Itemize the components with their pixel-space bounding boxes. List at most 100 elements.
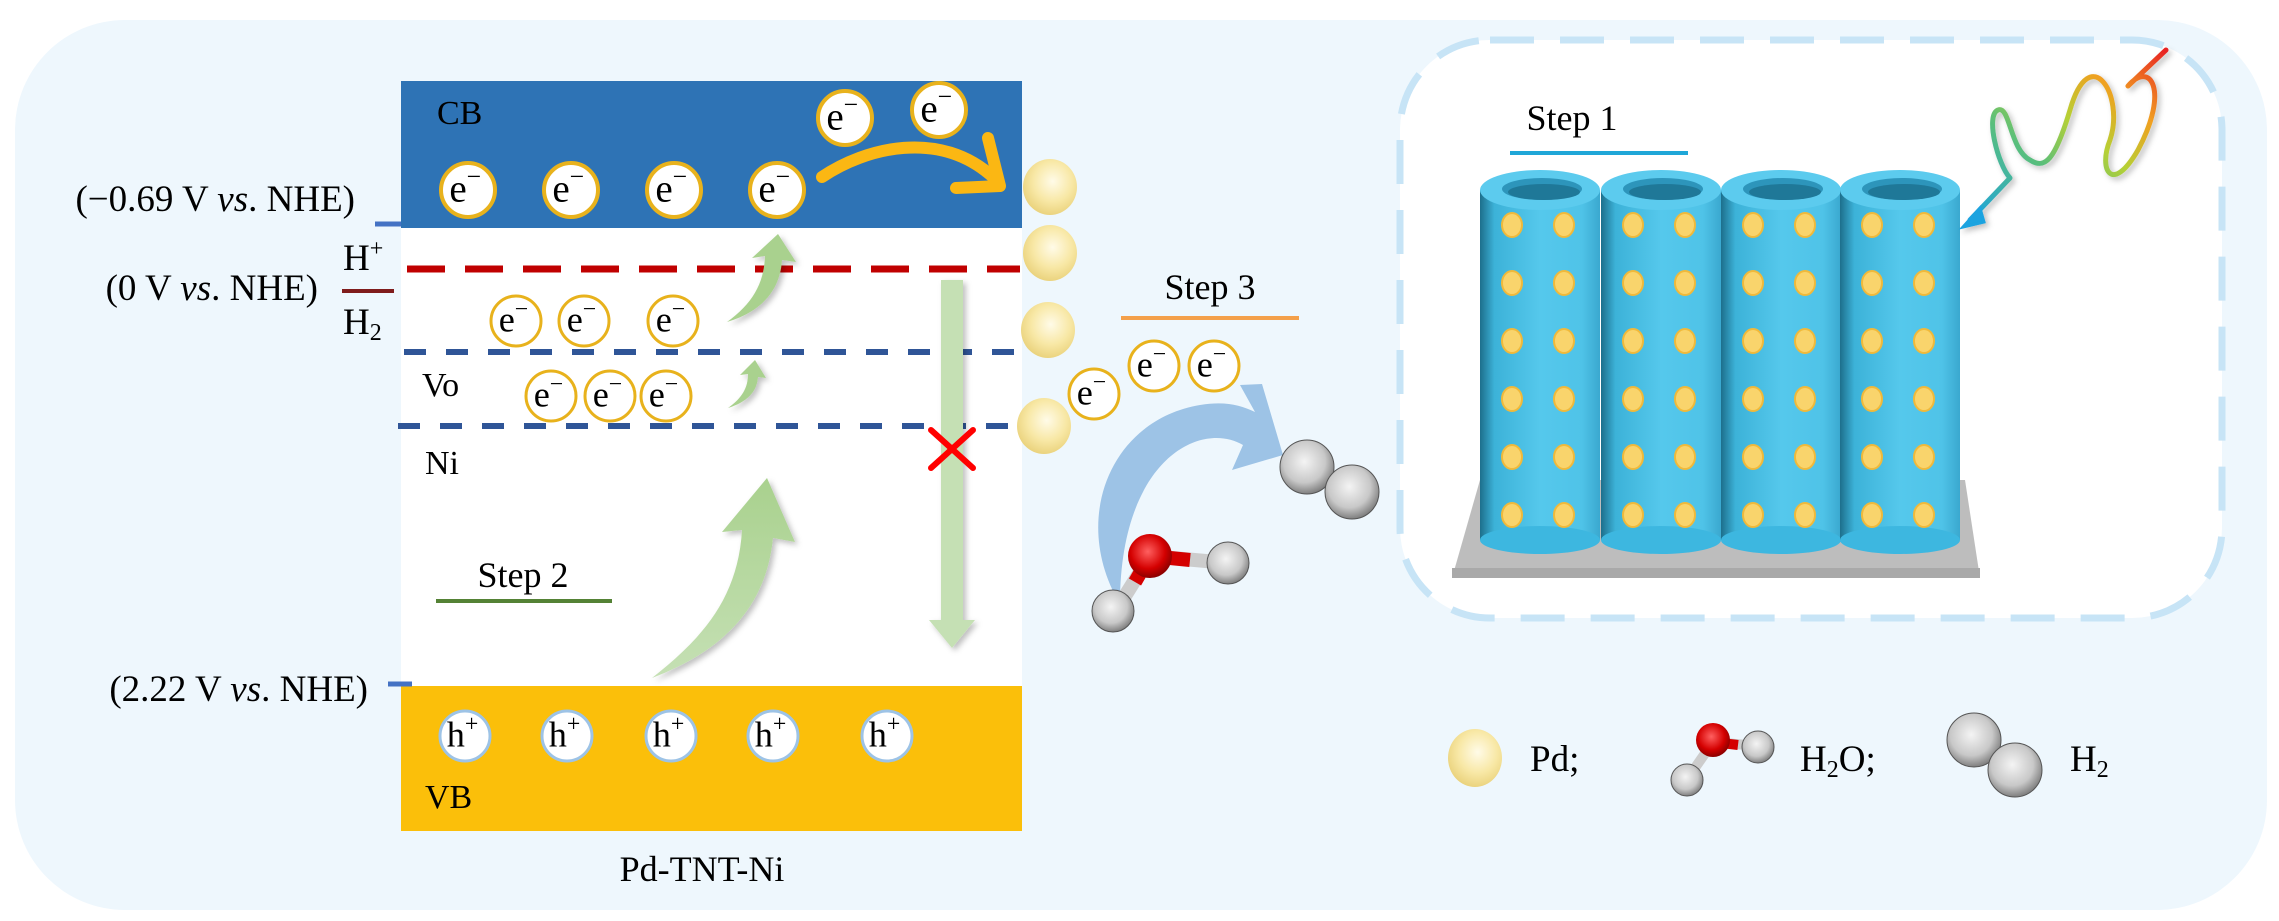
legend-item-pd: Pd; [1448, 729, 1579, 787]
pd-dot [1794, 212, 1816, 238]
vb-holes: h+h+h+h+h+ [438, 709, 914, 763]
band-gap-region [401, 228, 1022, 686]
vo-label: Vo [422, 367, 459, 404]
pd-dot [1742, 270, 1764, 296]
electron: e− [583, 369, 637, 423]
step1-label: Step 1 [1526, 98, 1617, 138]
hole: h+ [860, 709, 914, 763]
pd-dot [1742, 386, 1764, 412]
reactant-water-molecule [1091, 534, 1250, 633]
pd-particle [1023, 225, 1077, 281]
valence-band [401, 686, 1022, 831]
pd-dot [1913, 502, 1935, 528]
pd-dot [1913, 386, 1935, 412]
pd-dot [1861, 270, 1883, 296]
electron-symbol: e− [920, 82, 952, 130]
pd-dot [1742, 212, 1764, 238]
electron-symbol: e− [758, 162, 790, 210]
pd-dot [1742, 444, 1764, 470]
pd-dot [1622, 444, 1644, 470]
step3-electrons: e−e−e− [1067, 339, 1241, 421]
pd-dot [1501, 502, 1523, 528]
legend-item-hydrogen: H2 [1946, 712, 2109, 798]
pd-sphere-icon [1448, 729, 1502, 787]
electron: e− [645, 161, 703, 219]
cb-transfer-arrow [816, 141, 1000, 184]
step3-label: Step 3 [1164, 267, 1255, 307]
pd-dot [1553, 212, 1575, 238]
pd-dot [1501, 444, 1523, 470]
pd-dot [1674, 270, 1696, 296]
legend-item-water: H2O; [1670, 723, 1876, 797]
mid-level-electrons: e−e−e− [489, 294, 700, 348]
pd-particle [1021, 302, 1075, 358]
pd-dot [1553, 502, 1575, 528]
pd-dot [1553, 444, 1575, 470]
legend-label-pd: Pd; [1530, 739, 1579, 780]
legend: Pd; H2O; H2 [1448, 712, 2109, 798]
pd-dot [1501, 270, 1523, 296]
nanotube-panel: Step 1 [1396, 36, 2226, 622]
pd-dot [1622, 386, 1644, 412]
electron: e− [1127, 339, 1181, 393]
pd-dot [1913, 212, 1935, 238]
hydrogen-molecule-icon [1946, 712, 2043, 798]
pd-dot [1861, 386, 1883, 412]
cb-transfer-arrowhead [950, 132, 1006, 194]
pd-dot [1674, 386, 1696, 412]
hole: h+ [644, 709, 698, 763]
electron: e− [439, 161, 497, 219]
pd-dot [1622, 502, 1644, 528]
pd-dot [1553, 386, 1575, 412]
pd-dot [1622, 212, 1644, 238]
pd-dot [1501, 386, 1523, 412]
nanotube [1480, 170, 1600, 554]
nanotube [1601, 170, 1721, 554]
ni-label: Ni [425, 445, 459, 482]
reaction-arrow [1098, 384, 1283, 604]
cb-potential-label: (−0.69 V vs. NHE) [75, 179, 355, 220]
product-h2-molecule [1279, 439, 1380, 520]
pd-dot [1742, 328, 1764, 354]
pd-dot [1861, 502, 1883, 528]
pd-dot [1674, 444, 1696, 470]
pd-dot [1861, 328, 1883, 354]
hole: h+ [540, 709, 594, 763]
electron-symbol: e− [1197, 342, 1227, 385]
pd-dot [1861, 444, 1883, 470]
electron: e− [639, 369, 693, 423]
h-plus-label: H+ [343, 236, 383, 279]
pd-dot [1674, 328, 1696, 354]
cb-electrons: e−e−e−e− [439, 161, 806, 219]
light-wave-icon [1958, 47, 2169, 230]
reaction-area: Step 3 e−e−e− [1067, 267, 1380, 633]
band-diagram: CB VB Vo Ni (−0.69 V vs. NHE) (0 V vs. N… [75, 81, 1077, 889]
h-redox-potential-label: (0 V vs. NHE) [106, 268, 318, 309]
mid-to-cb-arrow [727, 234, 796, 322]
pd-dot [1742, 502, 1764, 528]
pd-dot [1913, 270, 1935, 296]
pd-dot [1622, 270, 1644, 296]
pd-dot [1622, 328, 1644, 354]
pd-particle [1023, 159, 1077, 215]
electron: e− [524, 369, 578, 423]
electron: e− [489, 294, 543, 348]
electron: e− [557, 294, 611, 348]
blocked-recombination-x-icon [928, 427, 976, 471]
electron-symbol: e− [593, 372, 623, 415]
substrate-plate-front [1452, 568, 1980, 578]
legend-label-hydrogen: H2 [2070, 739, 2109, 783]
legend-label-water: H2O; [1800, 739, 1876, 783]
electron: e− [910, 81, 968, 139]
vb-potential-label: (2.22 V vs. NHE) [109, 669, 368, 710]
vb-label: VB [425, 779, 472, 816]
pd-dot [1794, 502, 1816, 528]
hole-symbol: h+ [447, 712, 479, 755]
electron: e− [1187, 339, 1241, 393]
pd-particles [1017, 159, 1077, 454]
pd-dot [1794, 386, 1816, 412]
material-label: Pd-TNT-Ni [620, 849, 785, 889]
step2-label: Step 2 [477, 555, 568, 595]
pd-dot [1913, 444, 1935, 470]
